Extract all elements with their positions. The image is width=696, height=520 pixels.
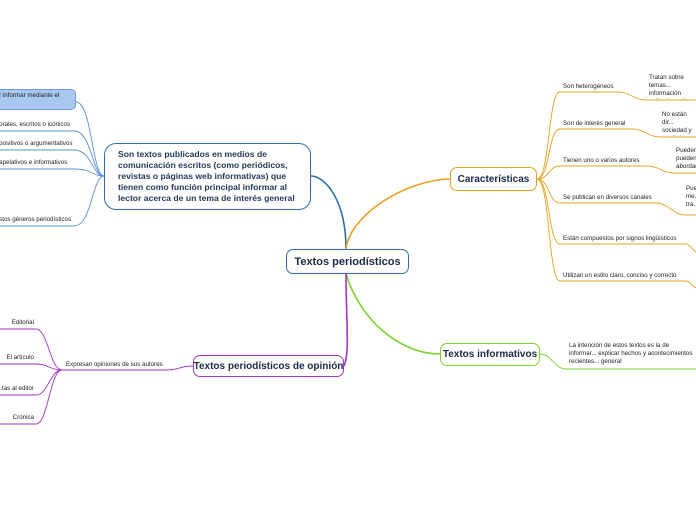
- caracteristica-item[interactable]: Se publican en diversos canales: [563, 194, 652, 201]
- caracteristicas-label: Características: [457, 173, 530, 185]
- caracteristica-detail[interactable]: Pueden... pueden... abordar...: [676, 147, 696, 170]
- caracteristica-item[interactable]: Tienen uno o varios autores: [563, 157, 640, 164]
- caracteristica-detail[interactable]: No están dir... sociedad y t... distingu…: [662, 111, 695, 136]
- opinion-item[interactable]: Editorial: [11, 319, 34, 326]
- caracteristica-item[interactable]: Son heterogéneos: [563, 83, 614, 90]
- central-topic[interactable]: Textos periodísticos: [286, 249, 409, 274]
- caracteristica-detail[interactable]: Pue... me... tra...: [686, 185, 696, 208]
- central-topic-label: Textos periodísticos: [294, 255, 401, 268]
- opinion-label: Textos periodísticos de opinión: [193, 360, 344, 372]
- opinion-item[interactable]: El artículo: [6, 354, 34, 361]
- left-leaf-3[interactable]: ...positivos o argumentativos: [0, 140, 73, 147]
- left-leaf-5[interactable]: ...stos géneros periodísticos: [0, 216, 72, 223]
- caracteristica-item[interactable]: Utilizan un estilo claro, conciso y corr…: [563, 272, 677, 279]
- left-leaf-1[interactable]: ...r informar mediante el: [0, 92, 60, 99]
- opinion-node[interactable]: Textos periodísticos de opinión: [193, 355, 344, 377]
- left-leaf-2[interactable]: ...orales, escritos o icónicos: [0, 121, 70, 128]
- definition-text: Son textos publicados en medios de comun…: [118, 148, 295, 204]
- opinion-subnode[interactable]: Expresan opiniones de sus autores: [66, 361, 163, 368]
- informativos-detail[interactable]: La intención de estos textos es la de in…: [569, 342, 693, 365]
- left-leaf-4[interactable]: ...apelativos e informativos: [0, 159, 68, 166]
- left-leaf-highlight: [0, 89, 76, 110]
- opinion-item[interactable]: ...tas al editor: [0, 385, 34, 392]
- definition-node[interactable]: Son textos publicados en medios de comun…: [104, 143, 311, 210]
- caracteristica-item[interactable]: Son de interés general: [563, 120, 626, 127]
- informativos-label: Textos informativos: [442, 349, 538, 360]
- informativos-node[interactable]: Textos informativos: [440, 343, 540, 366]
- opinion-item[interactable]: Crónica: [12, 414, 34, 421]
- caracteristica-item[interactable]: Están compuestos por signos lingüísticos: [563, 235, 677, 242]
- caracteristica-detail[interactable]: Tratan sobre temas... información polí..…: [649, 74, 693, 99]
- caracteristicas-node[interactable]: Características: [450, 167, 537, 191]
